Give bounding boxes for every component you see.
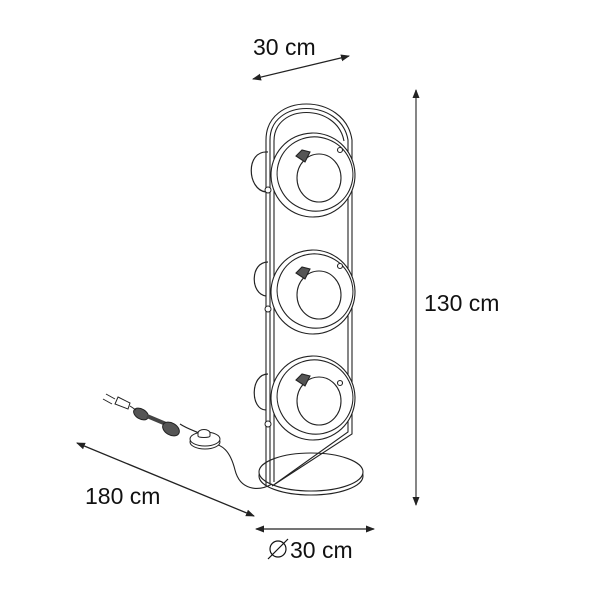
shade-middle [270, 249, 356, 335]
pivot-knobs [264, 186, 272, 428]
cord-length-label: 180 cm [85, 483, 161, 509]
shade-bottom [270, 355, 356, 441]
coiled-cord [133, 407, 180, 437]
diameter-symbol-icon [267, 538, 289, 560]
lamp-base [258, 452, 364, 496]
foot-switch [189, 429, 221, 450]
cord-length-dimension-arrow [76, 442, 255, 517]
plug-icon [102, 393, 137, 411]
height-label: 130 cm [424, 290, 500, 316]
shade-handles [250, 151, 269, 411]
depth-label: 30 cm [253, 34, 316, 60]
shade-top [270, 132, 356, 218]
power-cord [179, 423, 273, 489]
lamp-frame [265, 103, 353, 487]
base-diameter-label: 30 cm [290, 537, 353, 563]
depth-dimension-arrow [252, 54, 350, 81]
